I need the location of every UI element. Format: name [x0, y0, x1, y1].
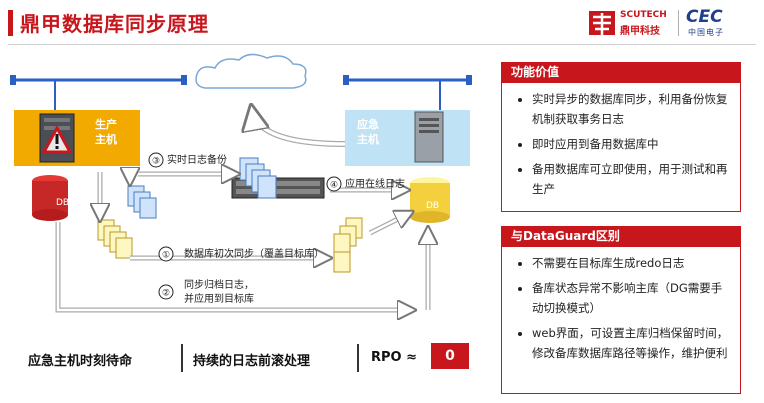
- panel-value-list: 实时异步的数据库同步，利用备份恢复机制获取事务日志即时应用到备用数据库中备用数据…: [502, 83, 740, 199]
- bottom-item-log-roll: 持续的日志前滚处理: [193, 354, 311, 369]
- title-accent-bar: [8, 10, 13, 36]
- panel-value-header: 功能价值: [501, 62, 741, 82]
- standby-host-label: 应急主机: [357, 117, 379, 146]
- rpo-value: 0: [431, 343, 469, 369]
- archive-files-left-icon: [97, 219, 133, 259]
- log-files-blue-icon: [239, 157, 277, 199]
- panel-dataguard-item-2: 备库状态异常不影响主库（DG需要手动切换模式）: [532, 278, 732, 318]
- production-host-label: 生产主机: [95, 117, 117, 146]
- database-right-label: DB: [426, 201, 439, 211]
- rpo-label: RPO ≈: [371, 350, 418, 365]
- logo-divider: [678, 10, 679, 36]
- header-divider: [8, 44, 756, 45]
- panel-dataguard-item-3: web界面，可设置主库归档保留时间，修改备库数据库路径等操作，维护便利: [532, 323, 732, 363]
- server-warning-icon: [39, 113, 75, 163]
- panel-value-item-1: 实时异步的数据库同步，利用备份恢复机制获取事务日志: [532, 89, 732, 129]
- step-1-label: 数据库初次同步（覆盖目标库）: [184, 247, 324, 260]
- database-right-icon: [410, 177, 450, 223]
- sync-diagram: 生产主机 应急主机 DB DB: [10, 53, 472, 358]
- panel-value-item-3: 备用数据库可立即使用，用于测试和再生产: [532, 159, 732, 199]
- bottom-item-standby: 应急主机时刻待命: [28, 354, 133, 369]
- network-cloud-icon: [195, 53, 307, 89]
- page-title: 鼎甲数据库同步原理: [20, 12, 209, 36]
- step-2-label: 同步归档日志，并应用到目标库: [184, 278, 254, 305]
- database-left-icon: [32, 175, 68, 221]
- step-2-number: ②: [162, 289, 170, 299]
- bottom-divider-2: [357, 344, 359, 372]
- panel-value: 实时异步的数据库同步，利用备份恢复机制获取事务日志即时应用到备用数据库中备用数据…: [501, 82, 741, 212]
- brand-en: SCUTECH: [620, 10, 667, 20]
- network-line-right: [343, 75, 472, 85]
- cec-logo: CEC: [686, 7, 723, 27]
- panel-dataguard-list: 不需要在目标库生成redo日志备库状态异常不影响主库（DG需要手动切换模式） we…: [502, 247, 740, 363]
- step-1-number: ①: [162, 251, 170, 261]
- server-icon: [414, 111, 444, 163]
- network-line-left: [10, 75, 187, 85]
- scutech-logo-icon: [589, 11, 615, 35]
- step-3-number: ③: [152, 157, 160, 167]
- flow-arrows: [55, 168, 428, 310]
- database-left-label: DB: [56, 198, 69, 208]
- standby-host-box: [345, 110, 470, 166]
- step-3-label: 实时日志备份: [167, 153, 227, 166]
- production-host-box: [14, 110, 140, 166]
- cec-cn: 中国电子: [688, 28, 724, 37]
- bottom-divider-1: [181, 344, 183, 372]
- step-4-number: ④: [330, 181, 338, 191]
- panel-dataguard-item-1: 不需要在目标库生成redo日志: [532, 253, 732, 273]
- brand-cn: 鼎甲科技: [620, 26, 660, 37]
- archive-files-right-icon: [333, 217, 363, 273]
- step-4-label: 应用在线日志: [345, 177, 405, 190]
- panel-dataguard-header: 与DataGuard区别: [501, 226, 741, 246]
- panel-value-item-2: 即时应用到备用数据库中: [532, 134, 732, 154]
- panel-dataguard: 不需要在目标库生成redo日志备库状态异常不影响主库（DG需要手动切换模式） we…: [501, 246, 741, 394]
- log-files-blue-source-icon: [127, 185, 157, 219]
